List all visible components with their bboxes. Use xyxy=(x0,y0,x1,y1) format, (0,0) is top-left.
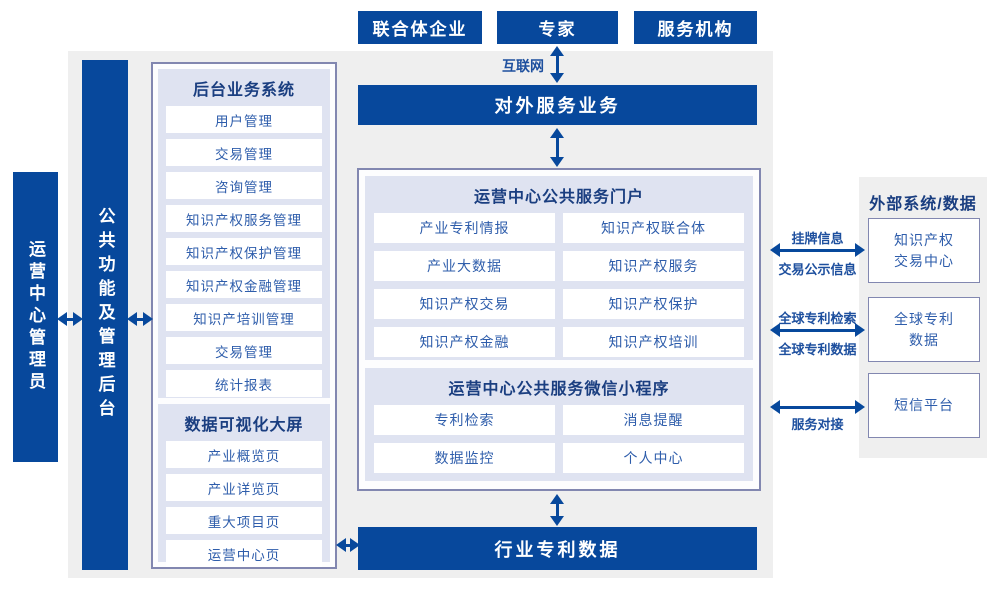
portal-item: 产业大数据 xyxy=(374,251,555,281)
backend-system-title: 后台业务系统 xyxy=(192,82,295,99)
miniprogram-item: 数据监控 xyxy=(374,443,555,473)
arrow-left-icon xyxy=(336,538,346,552)
dashboard-item: 运营中心页 xyxy=(166,540,322,567)
actor-box-expert: 专家 xyxy=(497,11,618,44)
external-system-label: 知识产权交易中心 xyxy=(894,231,954,269)
operation-center-box: 运营中心公共服务门户 产业专利情报 知识产权联合体 产业大数据 知识产权服务 知… xyxy=(357,168,761,491)
double-arrow-icon xyxy=(770,242,865,258)
external-systems-title: 外部系统/数据 xyxy=(869,196,977,213)
miniprogram-item: 个人中心 xyxy=(563,443,744,473)
arrow-up-icon xyxy=(550,128,564,138)
internet-label: 互联网 xyxy=(502,58,544,74)
external-service-bar: 对外服务业务 xyxy=(358,85,757,125)
portal-grid: 产业专利情报 知识产权联合体 产业大数据 知识产权服务 知识产权交易 知识产权保… xyxy=(374,213,744,357)
portal-item: 知识产权联合体 xyxy=(563,213,744,243)
backend-column-box: 后台业务系统 用户管理 交易管理 咨询管理 知识产权服务管理 知识产权保护管理 … xyxy=(151,62,337,569)
arrow-left-icon xyxy=(127,312,137,326)
backend-item: 知识产权保护管理 xyxy=(166,238,322,265)
dashboard-item: 重大项目页 xyxy=(166,507,322,534)
double-arrow-icon xyxy=(549,46,565,83)
actor-label: 专家 xyxy=(538,20,577,39)
link-label: 全球专利数据 xyxy=(778,342,857,357)
backend-item: 知识产培训管理 xyxy=(166,304,322,331)
external-system-label: 全球专利数据 xyxy=(894,310,954,348)
arrow-right-icon xyxy=(73,312,83,326)
arrow-left-icon xyxy=(770,323,780,337)
industry-patent-bar: 行业专利数据 xyxy=(358,527,757,570)
link-label: 挂牌信息 xyxy=(791,231,844,246)
operation-admin-label: 运营中心管理员 xyxy=(26,240,45,394)
portal-item: 知识产权服务 xyxy=(563,251,744,281)
double-arrow-icon xyxy=(336,537,360,553)
double-arrow-icon xyxy=(57,311,83,327)
arrow-up-icon xyxy=(550,494,564,504)
backend-item: 统计报表 xyxy=(166,370,322,397)
arrow-left-icon xyxy=(57,312,67,326)
actor-box-service-org: 服务机构 xyxy=(634,11,757,44)
arrow-left-icon xyxy=(770,243,780,257)
portal-title: 运营中心公共服务门户 xyxy=(473,189,644,206)
portal-item: 知识产权培训 xyxy=(563,327,744,357)
miniprogram-item: 专利检索 xyxy=(374,405,555,435)
double-arrow-icon xyxy=(770,399,865,415)
public-backend-label: 公共功能及管理后台 xyxy=(95,207,115,423)
dashboard-panel: 数据可视化大屏 产业概览页 产业详览页 重大项目页 运营中心页 xyxy=(158,404,330,567)
backend-system-list: 用户管理 交易管理 咨询管理 知识产权服务管理 知识产权保护管理 知识产权金融管… xyxy=(166,106,322,397)
external-system-box: 知识产权交易中心 xyxy=(868,218,980,283)
actor-label: 联合体企业 xyxy=(372,20,468,39)
link-label: 服务对接 xyxy=(791,417,844,432)
actor-box-consortium: 联合体企业 xyxy=(358,11,482,44)
dashboard-item: 产业概览页 xyxy=(166,441,322,468)
arrow-right-icon xyxy=(143,312,153,326)
miniprogram-title: 运营中心公共服务微信小程序 xyxy=(448,381,670,398)
actor-label: 服务机构 xyxy=(657,20,734,39)
arrow-right-icon xyxy=(855,400,865,414)
backend-item: 用户管理 xyxy=(166,106,322,133)
portal-item: 知识产权交易 xyxy=(374,289,555,319)
dashboard-list: 产业概览页 产业详览页 重大项目页 运营中心页 xyxy=(166,441,322,567)
arrow-right-icon xyxy=(855,323,865,337)
link-label: 交易公示信息 xyxy=(778,262,857,277)
external-system-box: 全球专利数据 xyxy=(868,297,980,362)
external-system-label: 短信平台 xyxy=(894,397,954,413)
backend-item: 知识产权服务管理 xyxy=(166,205,322,232)
double-arrow-icon xyxy=(770,322,865,338)
miniprogram-panel: 运营中心公共服务微信小程序 专利检索 消息提醒 数据监控 个人中心 xyxy=(365,368,753,481)
miniprogram-grid: 专利检索 消息提醒 数据监控 个人中心 xyxy=(374,405,744,473)
arrow-left-icon xyxy=(770,400,780,414)
portal-panel: 运营中心公共服务门户 产业专利情报 知识产权联合体 产业大数据 知识产权服务 知… xyxy=(365,176,753,360)
portal-item: 知识产权金融 xyxy=(374,327,555,357)
arrow-down-icon xyxy=(550,73,564,83)
double-arrow-icon xyxy=(127,311,153,327)
operation-admin-bar: 运营中心管理员 xyxy=(13,172,58,462)
external-system-box: 短信平台 xyxy=(868,373,980,438)
arrow-down-icon xyxy=(550,157,564,167)
double-arrow-icon xyxy=(549,128,565,167)
dashboard-title: 数据可视化大屏 xyxy=(184,417,304,434)
portal-item: 知识产权保护 xyxy=(563,289,744,319)
backend-system-panel: 后台业务系统 用户管理 交易管理 咨询管理 知识产权服务管理 知识产权保护管理 … xyxy=(158,69,330,398)
backend-item: 交易管理 xyxy=(166,337,322,364)
arrow-down-icon xyxy=(550,516,564,526)
arrow-up-icon xyxy=(550,46,564,56)
arrow-right-icon xyxy=(350,538,360,552)
backend-item: 交易管理 xyxy=(166,139,322,166)
backend-item: 咨询管理 xyxy=(166,172,322,199)
dashboard-item: 产业详览页 xyxy=(166,474,322,501)
arrow-right-icon xyxy=(855,243,865,257)
miniprogram-item: 消息提醒 xyxy=(563,405,744,435)
double-arrow-icon xyxy=(549,494,565,526)
backend-item: 知识产权金融管理 xyxy=(166,271,322,298)
public-backend-bar: 公共功能及管理后台 xyxy=(82,60,128,570)
link-label: 全球专利检索 xyxy=(778,311,857,326)
portal-item: 产业专利情报 xyxy=(374,213,555,243)
